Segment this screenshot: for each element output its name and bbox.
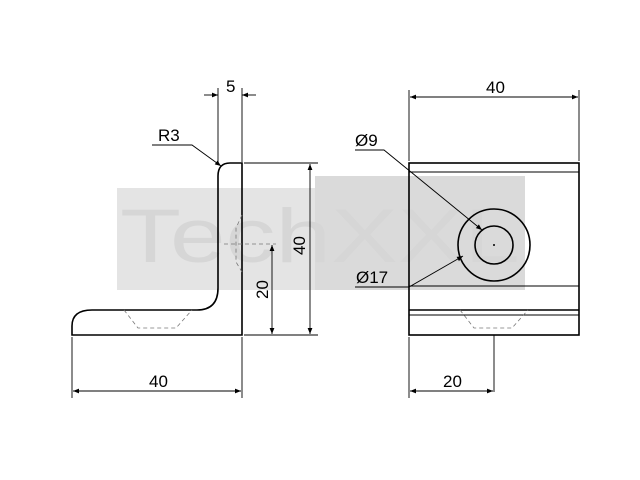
dim-d17-leader <box>355 255 464 288</box>
dim-r3-leader <box>152 144 222 167</box>
dim-r3-label: R3 <box>158 126 180 145</box>
dim-40-side-label: 40 <box>290 236 309 255</box>
angle-profile-outline <box>71 162 243 336</box>
dim-40-bottom-label: 40 <box>149 372 168 391</box>
dim-d17-label: Ø17 <box>356 268 388 287</box>
dim-d9-leader <box>355 149 483 231</box>
side-countersink-vertical <box>235 214 243 273</box>
front-dim-40-label: 40 <box>486 78 505 97</box>
hole-center-point <box>493 244 495 246</box>
dim-d9-label: Ø9 <box>355 131 378 150</box>
watermark-text: TechXXL <box>120 194 520 279</box>
watermark-logo: TechXXL <box>117 176 525 290</box>
hole-inner-circle <box>474 225 514 265</box>
front-countersink-bottom <box>459 309 529 329</box>
side-view: 5 R3 40 20 40 <box>71 77 318 398</box>
front-view: 40 Ø9 Ø17 20 <box>355 78 580 398</box>
dim-5-label: 5 <box>226 77 235 96</box>
dim-20-side-label: 20 <box>253 280 272 299</box>
hole-outer-circle <box>457 208 531 282</box>
watermark-xxl-box <box>315 176 525 290</box>
front-dim-20-label: 20 <box>443 372 462 391</box>
side-countersink-bottom <box>123 309 193 329</box>
